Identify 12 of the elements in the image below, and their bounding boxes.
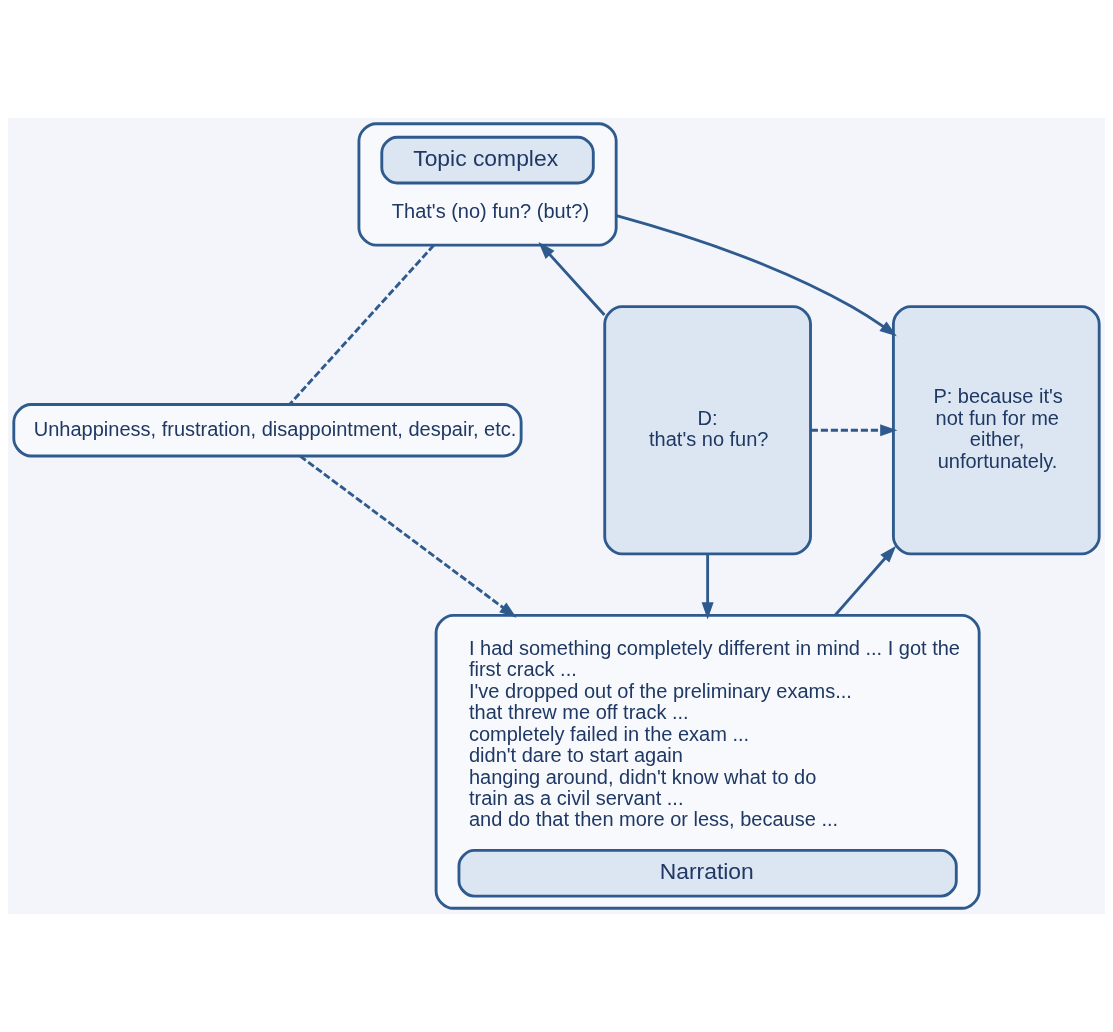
arrow xyxy=(538,242,606,316)
connector xyxy=(288,244,435,406)
arrow xyxy=(616,214,897,337)
node-box: I had something completely different in mind ... I got the first crack ... I've dropped out of the preliminary exams... that threw me off track ... completely failed in the exam ... didn't dare to start again hanging around, didn't know what to do train as a civil servant ... and do that then more or less, because ... Narration xyxy=(434,613,981,910)
node-box: Unhappiness, frustration, disappointment, despair, etc. xyxy=(12,403,523,458)
node-box: P: because it's not fun for me either, unfortunately. xyxy=(892,305,1101,556)
arrow xyxy=(810,424,898,437)
arrow xyxy=(834,545,897,616)
arrow xyxy=(701,554,714,620)
arrow xyxy=(299,454,517,618)
node-box: D: that's no fun? xyxy=(603,305,812,556)
node-box: Topic complex That's (no) fun? (but?) xyxy=(357,122,618,247)
